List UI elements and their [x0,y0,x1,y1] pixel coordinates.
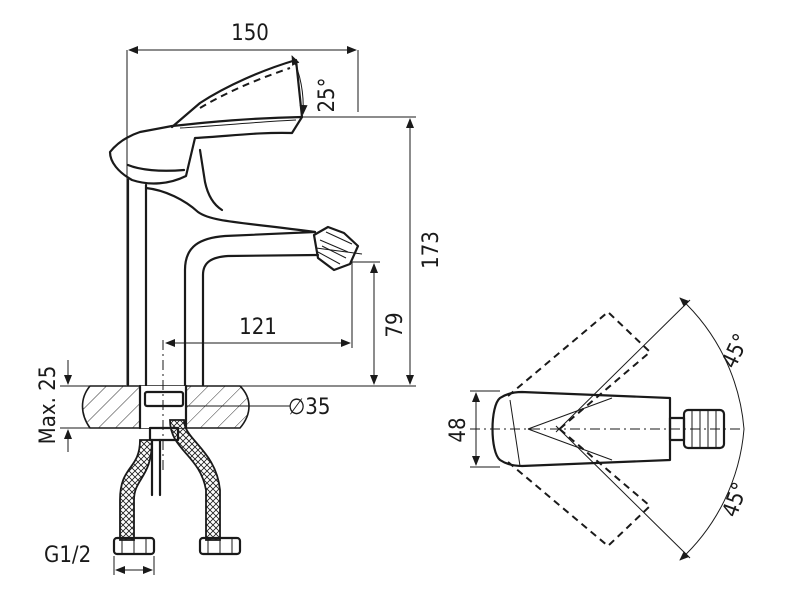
thread-dimension: G1/2 [44,543,155,575]
lever-angle-label: 25° [315,77,340,112]
angle-top-label: 45° [717,330,754,372]
side-view: 150 25° 173 79 121 [36,21,444,575]
thread-label: G1/2 [44,543,91,568]
width-label: 150 [231,21,269,46]
lever-handle [108,58,304,185]
handle-rotated-positions [507,310,652,548]
rotation-angle-dimensions: 45° 45° [555,297,755,561]
faucet-body [126,148,363,387]
top-view: 48 45° 45° [446,297,755,561]
top-width-dimension: 48 [446,390,500,468]
height-label: 173 [419,231,444,269]
top-width-label: 48 [446,417,471,442]
spout-reach-dimension: 121 [165,262,353,348]
aerator [312,225,360,272]
hole-diameter-label: ∅35 [288,395,330,420]
spout-height-label: 79 [383,312,408,337]
deck-thickness-label: Max. 25 [36,366,61,445]
hole-diameter-dimension: ∅35 [186,395,330,420]
spout-reach-label: 121 [239,315,277,340]
height-dimension: 173 [240,116,444,387]
spout-height-dimension: 79 [352,261,408,385]
angle-bottom-label: 45° [718,479,753,521]
top-aerator [668,408,726,450]
flexible-hoses [112,419,242,556]
